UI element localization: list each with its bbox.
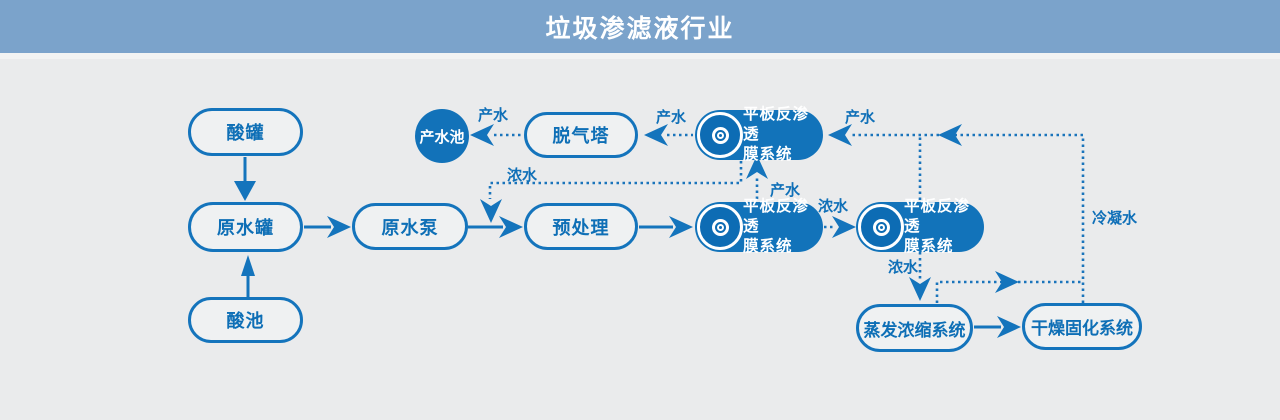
node-acid-tank: 酸罐 <box>188 108 303 156</box>
node-raw-water-pump: 原水泵 <box>352 203 468 250</box>
ro-label-line1: 平板反渗透 <box>904 198 971 235</box>
arrowhead-right-condensate-branch <box>995 271 1019 293</box>
membrane-icon-dot <box>716 223 724 231</box>
arrowhead-left-into-ro-top <box>828 124 852 146</box>
ro-label-line1: 平板反渗透 <box>743 198 810 235</box>
membrane-icon-ring <box>872 218 890 236</box>
arrowhead-down-ro-right-concentrate <box>909 277 931 301</box>
arrowhead-down-acid-tank <box>234 181 256 201</box>
node-evaporation-system-label: 蒸发浓缩系统 <box>863 320 966 340</box>
node-ro-system-top: 平板反渗透 膜系统 <box>695 106 823 163</box>
arrowhead-down-concentrate-inject <box>480 199 502 223</box>
label-product-water-ro-mid-up: 产水 <box>770 182 801 199</box>
ro-label-line2: 膜系统 <box>743 146 793 163</box>
node-ro-system-mid: 平板反渗透 膜系统 <box>695 198 823 255</box>
membrane-icon-dot <box>716 131 724 139</box>
label-concentrate-ro-mid-right: 浓水 <box>818 198 849 215</box>
label-condensate-water: 冷凝水 <box>1092 210 1138 227</box>
ro-label-line2: 膜系统 <box>904 238 954 255</box>
node-ro-system-top-label: 平板反渗透 膜系统 <box>743 106 823 163</box>
node-degassing-tower-label: 脱气塔 <box>552 126 610 146</box>
title-bar: 垃圾渗滤液行业 <box>0 0 1280 53</box>
node-drying-system-label: 干燥固化系统 <box>1031 319 1133 338</box>
header-divider <box>0 53 1280 59</box>
node-drying-system: 干燥固化系统 <box>1022 303 1142 350</box>
node-raw-water-tank-label: 原水罐 <box>217 218 274 238</box>
node-ro-system-right-label: 平板反渗透 膜系统 <box>904 198 984 255</box>
label-product-water-into-ro-top: 产水 <box>845 109 876 126</box>
arrowhead-up-ro-mid-product <box>746 155 768 179</box>
edge-condensate-return <box>850 133 1085 303</box>
label-concentrate-to-evaporation: 浓水 <box>888 259 919 276</box>
node-raw-water-pump-label: 原水泵 <box>381 217 439 238</box>
ro-label-line1: 平板反渗透 <box>743 106 810 143</box>
node-pretreatment-label: 预处理 <box>552 217 610 238</box>
page-title: 垃圾渗滤液行业 <box>545 14 735 43</box>
arrowhead-left-into-degassing <box>644 124 668 146</box>
node-evaporation-system: 蒸发浓缩系统 <box>856 304 973 352</box>
node-ro-system-right: 平板反渗透 膜系统 <box>856 198 984 255</box>
arrowhead-left-condensate-mid <box>938 124 962 146</box>
membrane-icon <box>858 204 904 250</box>
arrowhead-right-tank-pump <box>327 216 351 238</box>
node-product-water-pool: 产水池 <box>415 109 469 163</box>
node-degassing-tower: 脱气塔 <box>524 112 638 158</box>
edge-evaporation-condensate-branch <box>935 280 1083 303</box>
arrowhead-right-pump-pretreatment <box>499 216 523 238</box>
membrane-icon <box>697 204 743 250</box>
membrane-icon-ring <box>711 126 729 144</box>
membrane-icon <box>697 112 743 158</box>
membrane-icon-dot <box>877 223 885 231</box>
label-product-water-to-degassing: 产水 <box>656 109 687 126</box>
arrowhead-right-ro-mid-ro-right <box>832 216 856 238</box>
label-product-water-to-pool: 产水 <box>478 107 509 124</box>
label-concentrate-recycle: 浓水 <box>507 167 538 184</box>
node-acid-pool-label: 酸池 <box>226 311 265 331</box>
arrowhead-left-into-product-pool <box>470 124 494 146</box>
node-acid-tank-label: 酸罐 <box>226 123 265 143</box>
node-raw-water-tank: 原水罐 <box>188 202 303 252</box>
membrane-icon-ring <box>711 218 729 236</box>
arrowhead-up-acid-pool <box>241 255 255 276</box>
node-ro-system-mid-label: 平板反渗透 膜系统 <box>743 198 823 255</box>
node-pretreatment: 预处理 <box>524 203 638 250</box>
node-acid-pool: 酸池 <box>188 297 303 343</box>
ro-label-line2: 膜系统 <box>743 238 793 255</box>
node-product-water-pool-label: 产水池 <box>419 128 465 146</box>
arrowhead-right-evap-drying <box>997 316 1021 338</box>
arrowhead-right-pretreatment-ro <box>669 216 693 238</box>
